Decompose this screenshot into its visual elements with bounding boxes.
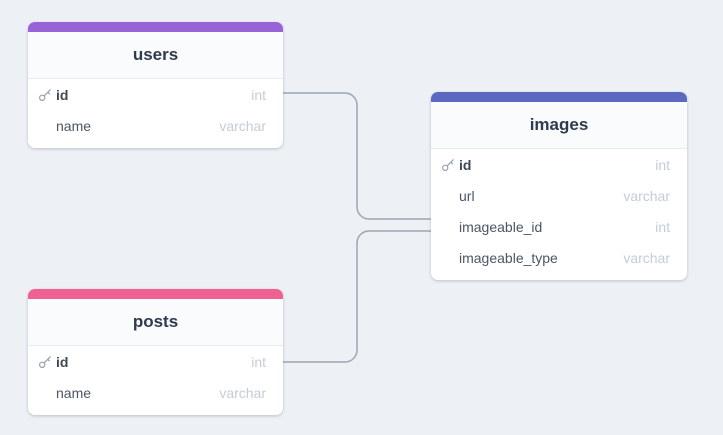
field-row[interactable]: name varchar — [28, 377, 283, 408]
table-images[interactable]: images id int url varchar imageable_ — [431, 92, 687, 280]
field-name: name — [56, 384, 92, 401]
table-posts[interactable]: posts id int name varchar — [28, 289, 283, 415]
table-users-accent-bar — [28, 22, 283, 32]
field-name: name — [56, 117, 92, 134]
table-images-fields: id int url varchar imageable_id int imag… — [431, 149, 687, 280]
field-row[interactable]: id int — [431, 149, 687, 180]
field-type: int — [251, 353, 266, 370]
field-row[interactable]: name varchar — [28, 110, 283, 141]
field-name: id — [56, 86, 69, 103]
relationship-posts-images[interactable] — [282, 230, 433, 363]
primary-key-icon — [38, 355, 56, 369]
field-row[interactable]: id int — [28, 79, 283, 110]
table-images-title: images — [431, 102, 687, 149]
table-users-fields: id int name varchar — [28, 79, 283, 148]
table-posts-title: posts — [28, 299, 283, 346]
field-row[interactable]: imageable_id int — [431, 211, 687, 242]
table-users-title: users — [28, 32, 283, 79]
primary-key-icon — [441, 158, 459, 172]
field-type: int — [655, 218, 670, 235]
relationship-users-images[interactable] — [282, 92, 433, 220]
field-type: varchar — [623, 187, 670, 204]
field-row[interactable]: imageable_type varchar — [431, 242, 687, 273]
table-users[interactable]: users id int name varchar — [28, 22, 283, 148]
field-type: varchar — [623, 249, 670, 266]
field-type: int — [655, 156, 670, 173]
field-name: imageable_id — [459, 218, 543, 235]
field-type: varchar — [219, 117, 266, 134]
field-row[interactable]: id int — [28, 346, 283, 377]
table-posts-fields: id int name varchar — [28, 346, 283, 415]
table-images-accent-bar — [431, 92, 687, 102]
field-name: id — [459, 156, 472, 173]
field-type: varchar — [219, 384, 266, 401]
field-name: imageable_type — [459, 249, 558, 266]
field-type: int — [251, 86, 266, 103]
field-row[interactable]: url varchar — [431, 180, 687, 211]
field-name: url — [459, 187, 475, 204]
field-name: id — [56, 353, 69, 370]
table-posts-accent-bar — [28, 289, 283, 299]
primary-key-icon — [38, 88, 56, 102]
